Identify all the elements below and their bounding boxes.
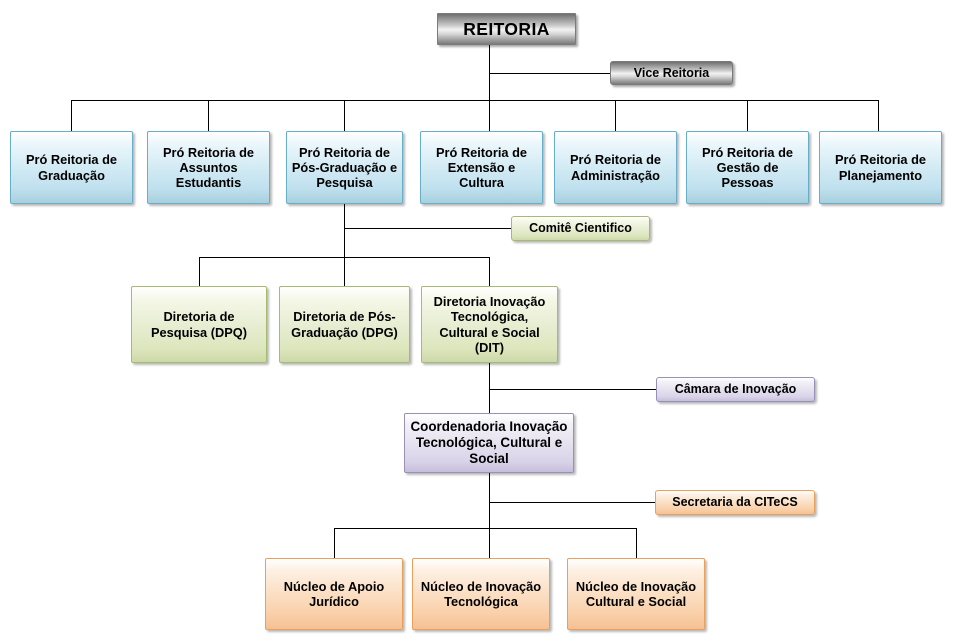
node-pro-reitoria-graduacao[interactable]: Pró Reitoria de Graduação — [10, 131, 133, 204]
connector-vice-reitoria — [489, 73, 611, 74]
node-nucleo-inovacao-tecnologica[interactable]: Núcleo de Inovação Tecnológica — [412, 558, 550, 630]
node-nucleo-inovacao-cultural-social[interactable]: Núcleo de Inovação Cultural e Social — [567, 558, 705, 630]
node-coordenadoria-citecs-label: Coordenadoria Inovação Tecnológica, Cult… — [410, 419, 568, 466]
connector-drop-dpg — [344, 257, 345, 288]
node-comite-cientifico[interactable]: Comitê Cientifico — [511, 216, 650, 241]
connector-drop-pr4 — [489, 100, 490, 131]
node-pro-reitoria-pos-graduacao-pesquisa-label: Pró Reitoria de Pós-Graduação e Pesquisa — [291, 144, 398, 191]
connector-drop-dit — [489, 257, 490, 288]
node-diretoria-inovacao-tecnologica[interactable]: Diretoria Inovação Tecnológica, Cultural… — [421, 286, 558, 363]
node-camara-inovacao-label: Câmara de Inovação — [674, 382, 797, 397]
node-reitoria-label: REITORIA — [463, 18, 550, 39]
node-diretoria-pesquisa[interactable]: Diretoria de Pesquisa (DPQ) — [131, 286, 267, 363]
node-pro-reitoria-administracao-label: Pró Reitoria de Administração — [569, 152, 662, 183]
connector-pro-reitoria-bus — [71, 100, 879, 101]
connector-camara — [489, 389, 657, 390]
node-pro-reitoria-planejamento[interactable]: Pró Reitoria de Planejamento — [819, 131, 942, 204]
connector-drop-pr7 — [878, 100, 879, 131]
node-nucleo-inovacao-tecnologica-label: Núcleo de Inovação Tecnológica — [420, 578, 542, 609]
node-pro-reitoria-assuntos-estudantis-label: Pró Reitoria de Assuntos Estudantis — [162, 144, 255, 191]
node-pro-reitoria-graduacao-label: Pró Reitoria de Graduação — [25, 152, 118, 183]
node-diretoria-pos-graduacao-label: Diretoria de Pós-Graduação (DPG) — [291, 309, 398, 340]
node-pro-reitoria-administracao[interactable]: Pró Reitoria de Administração — [554, 131, 677, 204]
node-pro-reitoria-planejamento-label: Pró Reitoria de Planejamento — [834, 152, 927, 183]
node-pro-reitoria-pos-graduacao-pesquisa[interactable]: Pró Reitoria de Pós-Graduação e Pesquisa — [286, 131, 403, 204]
connector-drop-nucleo2 — [489, 528, 490, 558]
node-comite-cientifico-label: Comitê Cientifico — [529, 221, 632, 236]
node-reitoria[interactable]: REITORIA — [437, 13, 576, 45]
connector-drop-pr3 — [344, 100, 345, 131]
node-pro-reitoria-extensao-cultura[interactable]: Pró Reitoria de Extensão e Cultura — [420, 131, 543, 204]
node-diretoria-pesquisa-label: Diretoria de Pesquisa (DPQ) — [150, 309, 247, 340]
connector-drop-pr2 — [208, 100, 209, 131]
node-pro-reitoria-assuntos-estudantis[interactable]: Pró Reitoria de Assuntos Estudantis — [147, 131, 270, 204]
node-pro-reitoria-gestao-pessoas-label: Pró Reitoria de Gestão de Pessoas — [701, 144, 794, 191]
node-diretoria-inovacao-tecnologica-label: Diretoria Inovação Tecnológica, Cultural… — [433, 294, 546, 355]
connector-ppgp-stem — [344, 204, 345, 288]
connector-drop-nucleo1 — [334, 528, 335, 558]
connector-dit-stem — [489, 363, 490, 413]
node-nucleo-apoio-juridico-label: Núcleo de Apoio Jurídico — [283, 578, 385, 609]
connector-drop-pr5 — [615, 100, 616, 131]
node-diretoria-pos-graduacao[interactable]: Diretoria de Pós-Graduação (DPG) — [279, 286, 410, 363]
node-coordenadoria-citecs[interactable]: Coordenadoria Inovação Tecnológica, Cult… — [404, 413, 574, 473]
node-camara-inovacao[interactable]: Câmara de Inovação — [656, 377, 815, 402]
connector-comite — [344, 228, 512, 229]
node-secretaria-citecs[interactable]: Secretaria da CITeCS — [655, 490, 815, 515]
connector-drop-dpq — [199, 257, 200, 288]
node-nucleo-inovacao-cultural-social-label: Núcleo de Inovação Cultural e Social — [575, 578, 697, 609]
node-pro-reitoria-gestao-pessoas[interactable]: Pró Reitoria de Gestão de Pessoas — [686, 131, 809, 204]
connector-coordenadoria-stem — [489, 473, 490, 528]
connector-drop-nucleo3 — [636, 528, 637, 558]
connector-drop-pr1 — [71, 100, 72, 131]
node-secretaria-citecs-label: Secretaria da CITeCS — [672, 495, 798, 510]
node-nucleo-apoio-juridico[interactable]: Núcleo de Apoio Jurídico — [265, 558, 403, 630]
node-pro-reitoria-extensao-cultura-label: Pró Reitoria de Extensão e Cultura — [435, 144, 528, 191]
node-vice-reitoria[interactable]: Vice Reitoria — [610, 61, 733, 85]
connector-nucleo-bus — [334, 528, 636, 529]
connector-drop-pr6 — [747, 100, 748, 131]
node-vice-reitoria-label: Vice Reitoria — [633, 65, 710, 80]
connector-secretaria — [489, 502, 656, 503]
